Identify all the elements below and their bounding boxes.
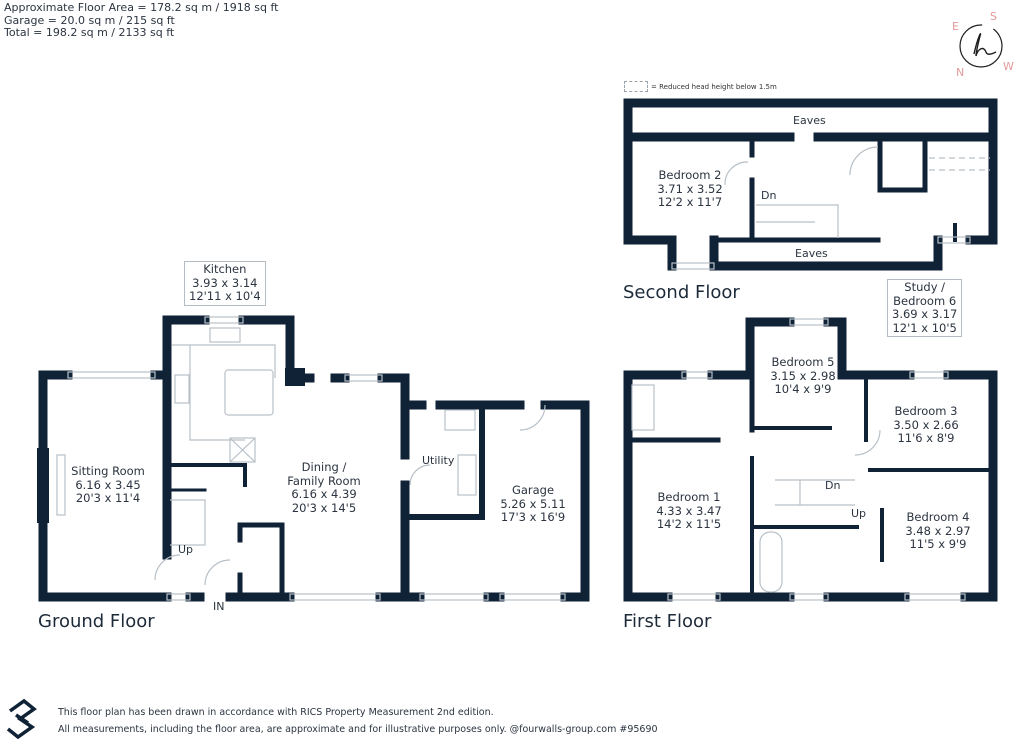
ground-floor-title: Ground Floor: [38, 611, 155, 632]
svg-text:E: E: [952, 20, 959, 33]
room-name: Bedroom 4: [906, 510, 970, 524]
room-name: Bedroom 2: [658, 168, 722, 182]
room-metric: 6.16 x 3.45: [75, 477, 141, 492]
bedroom-5-label: Bedroom 5 3.15 x 2.98 10'4 x 9'9: [770, 355, 836, 397]
first-stairs-up-label: Up: [851, 507, 867, 520]
room-imperial: 10'4 x 9'9: [774, 382, 832, 396]
room-imperial: 20'3 x 14'5: [291, 500, 357, 515]
bedroom-2-label: Bedroom 2 3.71 x 3.52 12'2 x 11'7: [657, 168, 723, 210]
second-floor-title: Second Floor: [623, 282, 740, 303]
disclaimer: This floor plan has been drawn in accord…: [58, 704, 658, 738]
room-metric: 3.15 x 2.98: [770, 368, 836, 383]
garage-label: Garage 5.26 x 5.11 17'3 x 16'9: [500, 483, 566, 525]
room-name-2: Bedroom 6: [893, 293, 957, 308]
disclaimer-line-2: All measurements, including the floor ar…: [58, 724, 658, 735]
room-name: Kitchen: [203, 262, 247, 276]
first-stairs-down-label: Dn: [825, 479, 841, 492]
kitchen-label: Kitchen 3.93 x 3.14 12'11 x 10'4: [184, 261, 266, 306]
eaves-top-label: Eaves: [793, 114, 826, 127]
ground-stairs-up-label: Up: [178, 543, 194, 556]
room-name: Bedroom 1: [657, 490, 721, 504]
legend-text: = Reduced head height below 1.5m: [651, 82, 777, 91]
room-metric: 3.93 x 3.14: [192, 275, 258, 290]
compass-logo-icon: E S W N: [952, 10, 1014, 76]
room-metric: 3.50 x 2.66: [893, 417, 959, 432]
room-name: Sitting Room: [71, 464, 145, 478]
garage-area-text: Garage = 20.0 sq m / 215 sq ft: [4, 13, 175, 27]
room-metric: 5.26 x 5.11: [500, 496, 566, 511]
bedroom-1-label: Bedroom 1 4.33 x 3.47 14'2 x 11'5: [656, 490, 722, 532]
bedroom-4-label: Bedroom 4 3.48 x 2.97 11'5 x 9'9: [905, 510, 971, 552]
room-metric: 6.16 x 4.39: [291, 487, 357, 501]
eaves-bottom-label: Eaves: [795, 247, 828, 260]
room-metric: 4.33 x 3.47: [656, 503, 722, 518]
dining-room-label: Dining / Family Room 6.16 x 4.39 20'3 x …: [287, 460, 361, 515]
room-name-2: Family Room: [287, 473, 361, 488]
room-imperial: 17'3 x 16'9: [500, 510, 566, 524]
svg-text:N: N: [956, 66, 964, 76]
first-floor-title: First Floor: [623, 611, 712, 632]
fourwalls-logo-icon: [6, 698, 37, 739]
room-imperial: 14'2 x 11'5: [656, 517, 722, 531]
room-imperial: 11'6 x 8'9: [897, 431, 955, 445]
room-name: Bedroom 5: [771, 355, 835, 369]
second-stairs-down-label: Dn: [761, 189, 777, 202]
room-imperial: 12'2 x 11'7: [657, 195, 723, 209]
study-bedroom-6-label: Study / Bedroom 6 3.69 x 3.17 12'1 x 10'…: [887, 279, 963, 337]
head-height-legend: = Reduced head height below 1.5m: [624, 81, 777, 92]
disclaimer-line-1: This floor plan has been drawn in accord…: [58, 707, 494, 718]
dashed-box-icon: [624, 81, 648, 92]
room-name: Garage: [511, 483, 555, 497]
room-imperial: 20'3 x 11'4: [75, 491, 141, 505]
floor-area-text: Approximate Floor Area = 178.2 sq m / 19…: [4, 1, 279, 14]
room-imperial: 11'5 x 9'9: [909, 537, 967, 551]
svg-text:W: W: [1003, 60, 1014, 73]
room-name: Study /: [904, 280, 946, 294]
bedroom-3-label: Bedroom 3 3.50 x 2.66 11'6 x 8'9: [893, 404, 959, 446]
room-metric: 3.69 x 3.17: [892, 307, 958, 321]
room-name: Bedroom 3: [894, 404, 958, 418]
room-metric: 3.71 x 3.52: [657, 181, 723, 196]
entrance-label: IN: [213, 600, 225, 613]
room-name: Dining /: [301, 460, 347, 474]
utility-label: Utility: [422, 454, 455, 467]
svg-text:S: S: [990, 10, 997, 23]
total-area-text: Total = 198.2 sq m / 2133 sq ft: [4, 26, 175, 39]
room-metric: 3.48 x 2.97: [905, 523, 971, 538]
room-imperial: 12'1 x 10'5: [892, 320, 957, 335]
sitting-room-label: Sitting Room 6.16 x 3.45 20'3 x 11'4: [71, 464, 145, 506]
room-imperial: 12'11 x 10'4: [189, 289, 261, 303]
area-summary: Approximate Floor Area = 178.2 sq m / 19…: [4, 1, 279, 40]
